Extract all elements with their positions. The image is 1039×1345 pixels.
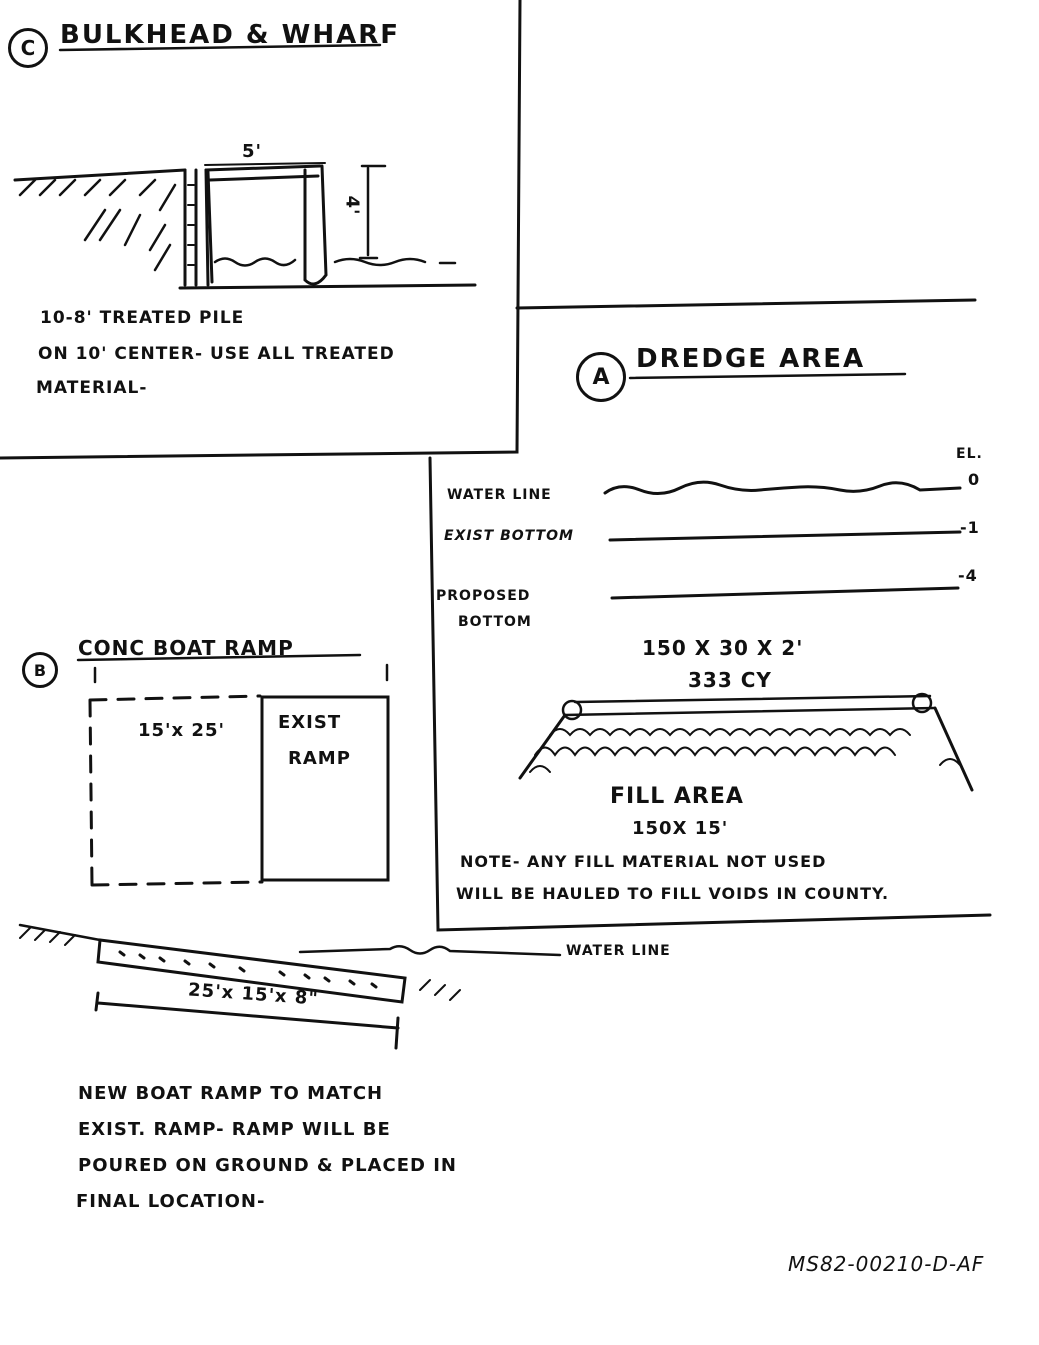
water-line-elevation: 0 <box>968 470 981 489</box>
fill-area-top <box>563 694 937 717</box>
title-b-underline <box>76 653 362 662</box>
section-a-note-2: WILL BE HAULED TO FILL VOIDS IN COUNTY. <box>456 884 890 903</box>
proposed-bottom-label-2: BOTTOM <box>458 614 532 630</box>
panel-c-border <box>0 0 522 460</box>
section-a-marker: A <box>576 352 626 402</box>
water-line-a <box>603 480 962 495</box>
title-c-underline <box>58 43 382 52</box>
fill-area-boulder-left <box>561 699 583 721</box>
bulkhead-wall <box>183 168 210 287</box>
dim-slab <box>94 991 400 1050</box>
ramp-water-line-label: WATER LINE <box>566 943 671 959</box>
new-ramp-outline <box>88 694 264 887</box>
fill-area-dims: 150X 15' <box>632 818 729 839</box>
fill-area-boulder-right <box>911 692 933 714</box>
section-b-note-3: POURED ON GROUND & PLACED IN <box>78 1155 457 1176</box>
ramp-slab-aggregate <box>118 950 378 989</box>
elevation-header: EL. <box>956 446 983 462</box>
exist-bottom-line <box>608 530 962 542</box>
section-c-marker-label: C <box>20 36 36 60</box>
proposed-bottom-label-1: PROPOSED <box>436 588 531 604</box>
dredge-volume: 333 CY <box>688 668 772 692</box>
dredge-dimensions: 150 X 30 X 2' <box>642 636 804 660</box>
water-line-b <box>298 945 562 957</box>
section-c-marker: C <box>8 28 48 68</box>
ground-hatch <box>18 178 177 272</box>
section-c-note-3: MATERIAL- <box>36 378 148 398</box>
exist-ramp-outline <box>260 695 390 882</box>
section-b-note-1: NEW BOAT RAMP TO MATCH <box>78 1083 384 1104</box>
section-c-note-1: 10-8' TREATED PILE <box>40 308 245 328</box>
section-b-note-2: EXIST. RAMP- RAMP WILL BE <box>78 1119 391 1140</box>
section-a-title: DREDGE AREA <box>636 344 866 374</box>
exist-bottom-elevation: -1 <box>960 518 980 537</box>
bulkhead-width-dim: 5' <box>242 141 263 162</box>
dim-4ft <box>358 164 387 260</box>
bulkhead-height-dim: 4' <box>341 195 363 216</box>
ramp-end-ticks <box>93 663 389 684</box>
section-a-marker-label: A <box>592 364 610 390</box>
top-right-divider <box>515 298 977 310</box>
new-ramp-dims: 15'x 25' <box>138 720 225 741</box>
title-a-underline <box>628 372 907 380</box>
document-id: MS82-00210-D-AF <box>788 1252 985 1276</box>
water-line-label: WATER LINE <box>447 487 552 503</box>
section-c-title: BULKHEAD & WHARF <box>60 20 400 50</box>
exist-ramp-label-2: RAMP <box>288 748 351 769</box>
mudline-c <box>178 283 477 290</box>
section-b-title: CONC BOAT RAMP <box>78 636 294 660</box>
panel-a-border <box>428 456 992 932</box>
wharf-deck <box>204 164 322 182</box>
dim-5ft <box>204 162 326 166</box>
section-b-marker: B <box>22 652 58 688</box>
ground-line-left <box>13 168 187 182</box>
section-a-note-1: NOTE- ANY FILL MATERIAL NOT USED <box>460 852 827 871</box>
proposed-bottom-line <box>610 586 960 600</box>
proposed-bottom-elevation: -4 <box>958 566 978 585</box>
ramp-slab <box>96 938 407 1004</box>
section-b-marker-label: B <box>33 660 47 680</box>
grade-hatch-b <box>19 927 461 1001</box>
exist-ramp-label-1: EXIST <box>278 712 342 733</box>
fill-area-slopes <box>518 706 974 792</box>
bulkhead-ties <box>187 184 195 266</box>
exist-bottom-label: EXIST BOTTOM <box>444 528 574 544</box>
wharf-pile-left <box>206 170 214 284</box>
water-surface-c <box>213 257 457 267</box>
fill-area-label: FILL AREA <box>610 784 744 809</box>
section-b-note-4: FINAL LOCATION- <box>76 1191 266 1212</box>
wharf-pile-right <box>303 164 328 286</box>
fill-area-scallops <box>529 728 961 773</box>
section-c-note-2: ON 10' CENTER- USE ALL TREATED <box>38 344 395 364</box>
